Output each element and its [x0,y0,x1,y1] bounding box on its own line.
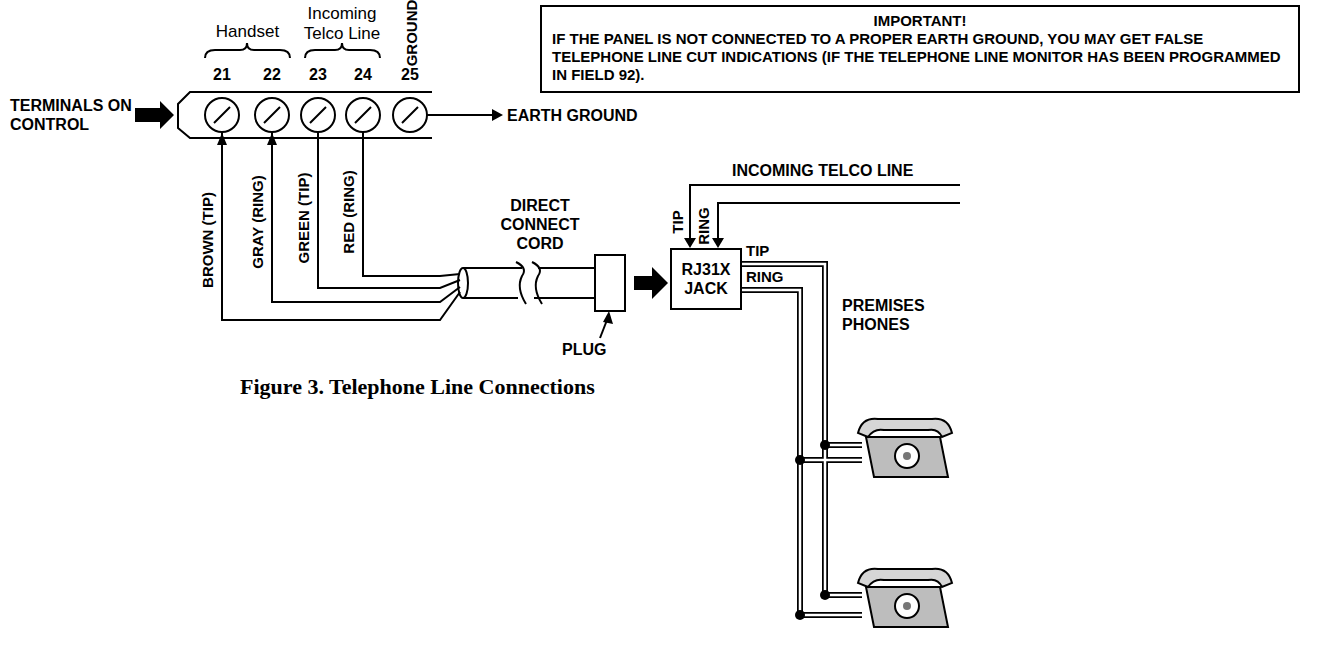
phone-dial [895,444,919,468]
arrowhead [712,238,724,248]
telco-brace [305,43,380,58]
phone-handset [858,569,952,587]
green-wire [318,132,460,288]
junction-dot [795,455,805,465]
red-wire [363,132,460,276]
plug [595,255,625,311]
figure-caption: Figure 3. Telephone Line Connections [240,374,595,400]
telco-tip-wire [690,185,960,240]
brown-wire [222,132,460,320]
junction-dots [795,440,830,620]
phones-label: PREMISES PHONES [842,296,952,334]
wire-label: GREEN (TIP) [295,173,313,264]
terminal-number: 24 [348,65,378,84]
wire-label: RED (RING) [340,170,358,253]
line-label: INCOMING TELCO LINE [732,161,972,180]
wire-label: RING [695,207,713,245]
control-label: TERMINALS ON CONTROL [10,96,135,134]
handset-brace [205,43,290,58]
box-text: IF THE PANEL IS NOT CONNECTED TO A PROPE… [552,30,1288,84]
phone-dial-hub [903,452,911,460]
cord-wires [222,132,625,338]
arrowhead [684,238,696,248]
control-terminals [178,43,492,138]
pointer-arrow [634,267,668,299]
arrowhead [217,133,227,145]
box-heading: RJ31X JACK [676,260,736,298]
arrowhead [267,133,277,145]
terminal-number: 25 [395,65,425,84]
jack-box: RJ31X JACK [670,248,742,310]
wire-label: RING [746,268,794,286]
leader-line [600,320,607,338]
terminal-strip [178,92,432,138]
cord-label: DIRECT CONNECT CORD [492,196,588,253]
group-label: Incoming Telco Line [292,4,392,44]
junction-dot [820,590,830,600]
arrowhead [492,109,503,121]
wire-label: GRAY (RING) [249,175,267,268]
group-label: Handset [200,22,295,42]
warning-box: IMPORTANT!IF THE PANEL IS NOT CONNECTED … [540,5,1300,93]
telephone-icon [858,419,952,477]
incoming-line [690,185,960,240]
ground-label: EARTH GROUND [507,106,657,125]
premises-ring-wire [742,290,862,615]
phone-dial [895,594,919,618]
part-label: PLUG [562,340,632,359]
terminal-number: 22 [257,65,287,84]
terminal-label: GROUND [403,0,421,66]
telco-ring-wire [718,203,960,240]
earth-ground-lead [427,114,492,116]
telephone-icon [858,569,952,627]
junction-dot [795,610,805,620]
phone-handset [858,419,952,437]
wire-label: TIP [746,242,786,260]
wire-core [742,290,862,615]
pointer-arrow [135,101,174,129]
wire-label: TIP [669,210,687,233]
cord-break [516,262,542,304]
arrowhead [603,311,613,324]
screw-slots [214,107,418,123]
phone-base [866,437,948,477]
terminal-number: 23 [303,65,333,84]
terminal-number: 21 [207,65,237,84]
phone-base [866,587,948,627]
gray-wire [272,132,460,302]
wire-label: BROWN (TIP) [199,192,217,288]
junction-dot [820,440,830,450]
box-heading: IMPORTANT! [552,12,1288,30]
cord-jacket [463,268,595,298]
phone-dial-hub [903,602,911,610]
cord-end [458,268,468,298]
